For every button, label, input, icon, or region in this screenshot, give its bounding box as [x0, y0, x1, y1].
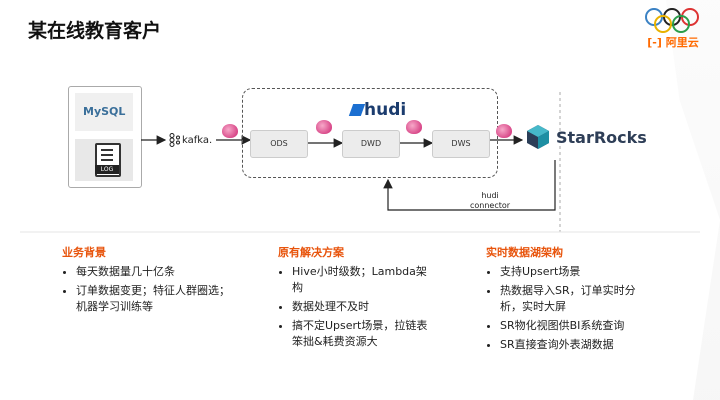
section-realtime-lake: 实时数据湖架构 支持Upsert场景 热数据导入SR，订单实时分析，实时大屏 S…: [486, 244, 636, 356]
hudi-logo: hudi: [348, 100, 407, 120]
log-tile: LOG: [75, 139, 133, 181]
starrocks-cube-icon: [527, 125, 549, 149]
olympic-rings-icon: [643, 8, 703, 33]
source-box: MySQL LOG: [68, 86, 142, 188]
hudi-mark-icon: [348, 104, 366, 116]
list-item: 搞不定Upsert场景，拉链表笨拙&耗费资源大: [292, 318, 428, 350]
kafka-logo: kafka.: [168, 133, 212, 147]
list-item: Hive小时级数；Lambda架构: [292, 264, 428, 296]
list-item: SR物化视图供BI系统查询: [500, 318, 636, 334]
connector-label: hudi connector: [470, 191, 510, 211]
kafka-icon: [169, 133, 180, 147]
list-item: 订单数据变更；特征人群圈选；机器学习训练等: [76, 283, 232, 315]
connector-arrow: [383, 160, 556, 211]
layer-dws: DWS: [432, 130, 490, 158]
section-title: 原有解决方案: [278, 246, 344, 259]
aliyun-name: 阿里云: [665, 36, 699, 49]
layer-ods: ODS: [250, 130, 308, 158]
flink-icon: [496, 124, 512, 138]
list-item: SR直接查询外表湖数据: [500, 337, 636, 353]
starrocks-label: StarRocks: [556, 128, 647, 147]
layer-dwd: DWD: [342, 130, 400, 158]
section-original-solution: 原有解决方案 Hive小时级数；Lambda架构 数据处理不及时 搞不定Upse…: [278, 244, 428, 353]
flink-icon: [316, 120, 332, 134]
bullet-list: Hive小时级数；Lambda架构 数据处理不及时 搞不定Upsert场景，拉链…: [278, 264, 428, 350]
connector-label-line1: hudi: [481, 191, 499, 200]
mysql-tile: MySQL: [75, 93, 133, 131]
aliyun-logo-text: [-] 阿里云: [638, 34, 708, 50]
flink-icon: [406, 120, 422, 134]
bullet-list: 支持Upsert场景 热数据导入SR，订单实时分析，实时大屏 SR物化视图供BI…: [486, 264, 636, 353]
bullet-list: 每天数据量几十亿条 订单数据变更；特征人群圈选；机器学习训练等: [62, 264, 232, 315]
list-item: 热数据导入SR，订单实时分析，实时大屏: [500, 283, 636, 315]
kafka-label: kafka.: [182, 135, 213, 146]
list-item: 每天数据量几十亿条: [76, 264, 232, 280]
hudi-label: hudi: [364, 100, 407, 120]
list-item: 支持Upsert场景: [500, 264, 636, 280]
logo: [-] 阿里云: [638, 8, 708, 66]
page-title: 某在线教育客户: [28, 20, 162, 42]
connector-label-line2: connector: [470, 201, 511, 210]
section-title: 业务背景: [62, 246, 106, 259]
section-business-background: 业务背景 每天数据量几十亿条 订单数据变更；特征人群圈选；机器学习训练等: [62, 244, 232, 318]
aliyun-mark-icon: [-]: [647, 36, 662, 49]
mysql-logo: MySQL: [83, 105, 126, 118]
log-label: LOG: [95, 165, 119, 174]
list-item: 数据处理不及时: [292, 299, 428, 315]
section-title: 实时数据湖架构: [486, 246, 563, 259]
flink-icon: [222, 124, 238, 138]
